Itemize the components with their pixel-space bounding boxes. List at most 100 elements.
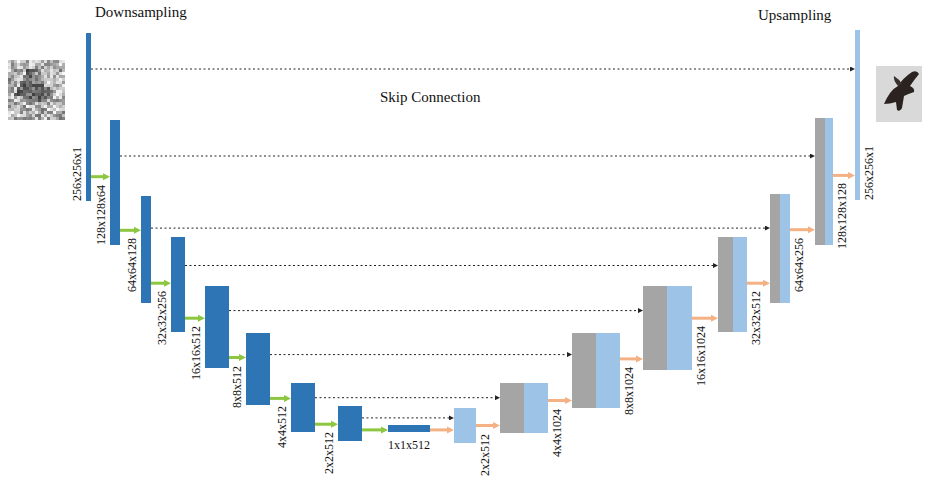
noise-pixel [47,117,50,120]
upsample-arrow [833,174,848,177]
skip-copy-block [718,237,733,332]
conv-block [291,383,315,432]
noise-pixel [56,66,59,69]
upconv-block [667,286,692,370]
downsample-arrow [185,317,198,320]
noise-pixel [8,96,11,99]
noise-pixel [29,117,32,120]
noise-pixel [23,105,26,108]
noise-pixel [50,93,53,96]
noise-pixel [41,78,44,81]
noise-pixel [44,99,47,102]
dimension-label: 16x16x1024 [694,326,708,386]
skip-connection-arrow [229,310,638,311]
noise-pixel [11,117,14,120]
noise-pixel [14,114,17,117]
noise-pixel [8,90,11,93]
upsample-arrow [430,428,447,431]
noise-pixel [50,96,53,99]
noise-pixel [50,66,53,69]
noise-pixel [11,84,14,87]
noise-pixel [35,75,38,78]
noise-pixel [56,102,59,105]
noise-pixel [56,93,59,96]
noise-pixel [32,66,35,69]
noise-pixel [41,108,44,111]
dimension-label: 256x256x1 [70,147,84,201]
noise-pixel [8,66,11,69]
noise-pixel [8,93,11,96]
noise-pixel [26,60,29,63]
noise-pixel [14,78,17,81]
noise-pixel [41,93,44,96]
noise-pixel [17,90,20,93]
noise-pixel [32,63,35,66]
conv-block [141,196,151,303]
noise-pixel [44,96,47,99]
noise-pixel [17,63,20,66]
noise-pixel [26,102,29,105]
noise-pixel [44,102,47,105]
noise-pixel [35,90,38,93]
noise-pixel [41,69,44,72]
noise-pixel [47,81,50,84]
noise-pixel [62,90,65,93]
skip-connection-arrow [362,417,449,418]
noise-pixel [17,78,20,81]
noise-pixel [8,114,11,117]
noise-pixel [32,75,35,78]
noise-pixel [41,63,44,66]
noise-pixel [41,102,44,105]
noise-pixel [53,111,56,114]
noise-pixel [11,99,14,102]
noise-pixel [56,69,59,72]
noise-pixel [50,102,53,105]
dimension-label: 8x8x1024 [622,367,636,415]
noise-pixel [53,63,56,66]
noise-pixel [20,72,23,75]
noise-pixel [50,81,53,84]
noise-pixel [53,117,56,120]
noise-pixel [62,93,65,96]
noise-pixel [23,111,26,114]
noise-pixel [8,78,11,81]
noise-pixel [11,96,14,99]
noise-pixel [17,99,20,102]
encoder-feature-map: 32x32x256 [171,237,185,332]
noise-pixel [8,117,11,120]
noise-pixel [14,99,17,102]
noise-pixel [62,66,65,69]
noise-pixel [29,72,32,75]
conv-block [205,286,229,368]
noise-pixel [14,93,17,96]
noise-pixel [32,108,35,111]
noise-pixel [29,75,32,78]
noise-pixel [59,111,62,114]
noise-pixel [41,87,44,90]
noise-pixel [29,108,32,111]
noise-pixel [62,96,65,99]
noise-pixel [8,108,11,111]
noise-pixel [62,108,65,111]
noise-pixel [44,84,47,87]
noise-pixel [50,117,53,120]
noise-pixel [8,84,11,87]
stage-heading: Upsampling [758,6,831,24]
noise-pixel [41,99,44,102]
noise-pixel [11,114,14,117]
noise-pixel [47,105,50,108]
noise-pixel [50,60,53,63]
noise-pixel [35,96,38,99]
noise-pixel [11,102,14,105]
encoder-feature-map: 256x256x1 [86,33,91,201]
dimension-label: 8x8x512 [230,366,244,408]
noise-pixel [53,78,56,81]
encoder-feature-map: 128x128x64 [110,120,120,245]
noise-pixel [50,114,53,117]
noise-pixel [59,90,62,93]
noise-pixel [53,90,56,93]
noise-pixel [41,117,44,120]
noise-pixel [23,90,26,93]
noise-pixel [38,99,41,102]
dimension-label: 2x2x512 [322,432,336,474]
